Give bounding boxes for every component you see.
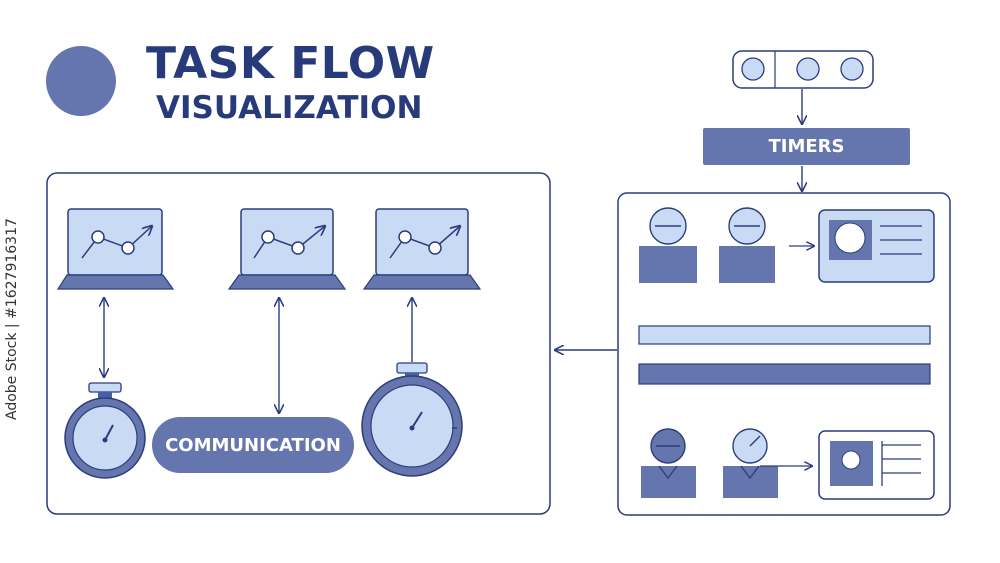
progress-bar [638, 325, 931, 345]
timers-banner [703, 128, 910, 165]
laptop-chart-icon [227, 208, 347, 290]
title-badge-circle [46, 46, 116, 116]
id-card-icon [818, 430, 935, 500]
stopwatch-icon [64, 382, 146, 479]
stopwatch-icon [361, 362, 463, 477]
person-icon [719, 207, 775, 283]
stock-id-watermark: Adobe Stock | #1627916317 [4, 218, 20, 420]
progress-bar [638, 363, 931, 385]
page-subtitle: VISUALIZATION [156, 90, 423, 126]
communication-label: COMMUNICATION [165, 434, 341, 456]
person-icon [639, 207, 697, 283]
id-card-icon [818, 209, 935, 283]
page-title: TASK FLOW [146, 38, 435, 89]
dots-indicator [732, 50, 874, 89]
person-icon [723, 428, 778, 498]
communication-pill [152, 417, 354, 473]
laptop-chart-icon [362, 208, 482, 290]
person-icon [641, 428, 696, 498]
laptop-chart-icon [56, 208, 175, 290]
timers-label: TIMERS [768, 136, 845, 157]
